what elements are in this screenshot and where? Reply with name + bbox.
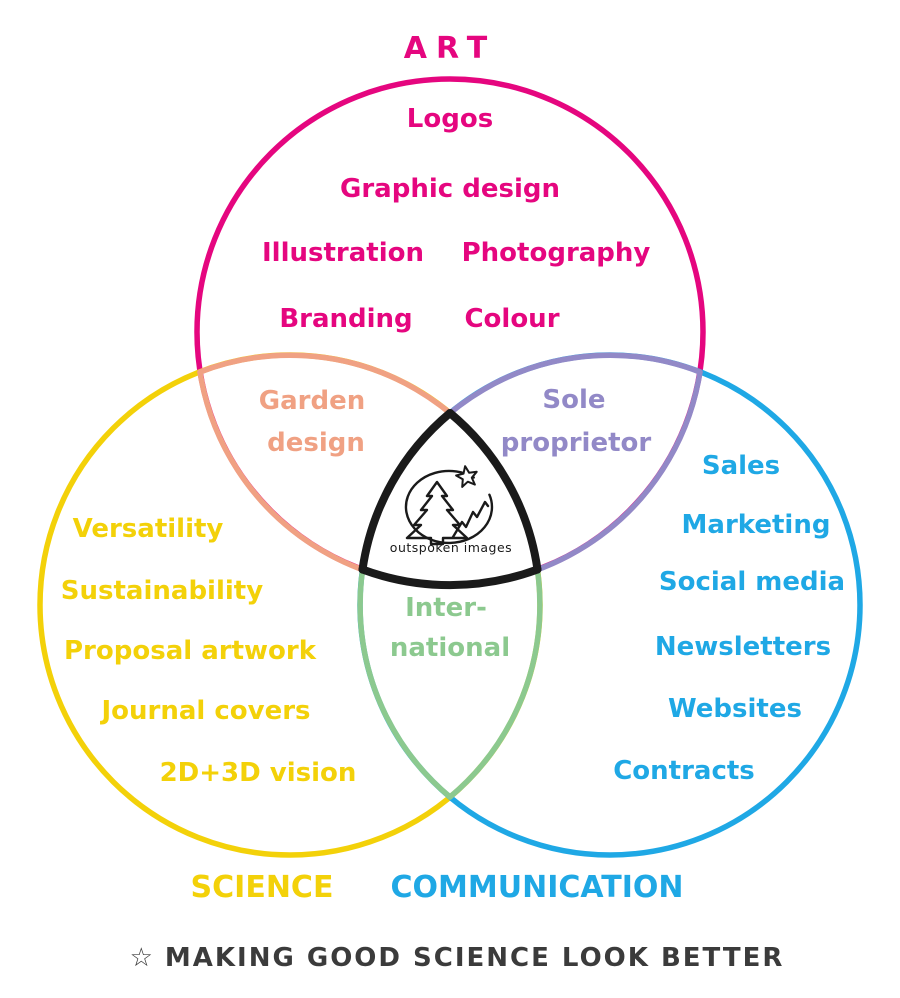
- art-label: ART: [404, 31, 496, 66]
- star-icon: ☆: [130, 943, 155, 973]
- art-section: ART Logos Graphic design Illustration Ph…: [262, 31, 650, 334]
- tagline-text: MAKING GOOD SCIENCE LOOK BETTER: [165, 943, 785, 973]
- science-communication-overlap-line1: Inter-: [405, 593, 487, 623]
- communication-item-newsletters: Newsletters: [655, 632, 831, 662]
- center-triangle-left-arc: [358, 409, 454, 574]
- overlap-texts: Garden design Sole proprietor Inter- nat…: [259, 385, 652, 663]
- pine-tree-icon: [405, 480, 469, 546]
- science-item-journal-covers: Journal covers: [99, 696, 310, 726]
- science-section: Versatility Sustainability Proposal artw…: [61, 514, 357, 905]
- logo-wordmark: outspoken images: [390, 540, 512, 555]
- art-item-branding: Branding: [279, 304, 412, 334]
- art-item-colour: Colour: [464, 304, 559, 334]
- science-item-proposal-artwork: Proposal artwork: [64, 636, 317, 666]
- science-item-sustainability: Sustainability: [61, 576, 263, 606]
- center-logo: outspoken images: [390, 465, 512, 555]
- communication-item-websites: Websites: [668, 694, 802, 724]
- art-item-logos: Logos: [407, 104, 493, 134]
- art-item-photography: Photography: [462, 238, 651, 268]
- communication-item-social-media: Social media: [659, 567, 845, 597]
- science-label: SCIENCE: [191, 870, 334, 905]
- art-science-overlap-line1: Garden: [259, 386, 365, 416]
- logo-circle-sketch: [404, 469, 494, 545]
- tagline: ☆ MAKING GOOD SCIENCE LOOK BETTER: [130, 943, 785, 973]
- communication-item-contracts: Contracts: [613, 756, 755, 786]
- art-item-graphic-design: Graphic design: [340, 174, 560, 204]
- communication-label: COMMUNICATION: [391, 870, 684, 905]
- art-communication-overlap-line2: proprietor: [501, 428, 652, 458]
- communication-item-marketing: Marketing: [682, 510, 831, 540]
- logo-star-icon: [455, 465, 478, 488]
- overlap-lenses: [197, 352, 703, 800]
- art-item-illustration: Illustration: [262, 238, 424, 268]
- science-item-versatility: Versatility: [73, 514, 224, 544]
- art-communication-overlap-line1: Sole: [542, 385, 605, 415]
- communication-item-sales: Sales: [702, 451, 780, 481]
- mountains-icon: [451, 500, 490, 539]
- communication-section: Sales Marketing Social media Newsletters…: [391, 451, 846, 905]
- center-triangle: [358, 409, 542, 590]
- center-triangle-right-arc: [446, 409, 542, 574]
- science-communication-overlap-line2: national: [390, 633, 510, 663]
- science-item-2d-3d-vision: 2D+3D vision: [160, 758, 357, 788]
- art-science-overlap-line2: design: [267, 428, 365, 458]
- center-triangle-bottom-arc: [358, 565, 542, 590]
